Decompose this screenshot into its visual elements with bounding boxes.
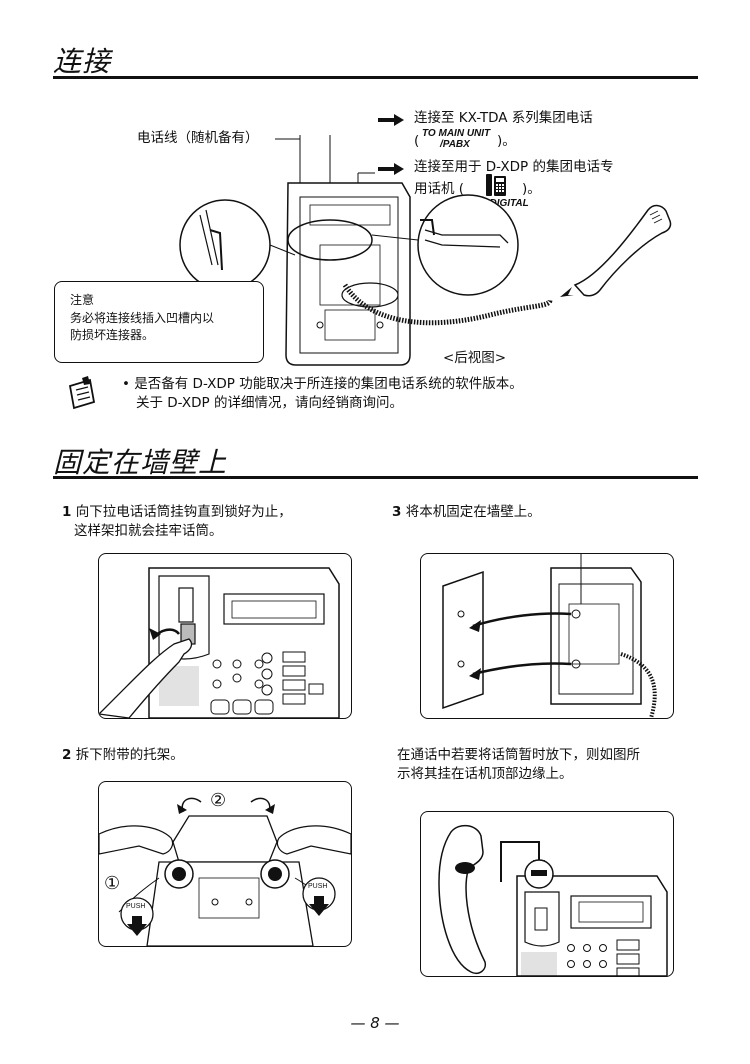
arrow-right-icon [378,114,404,126]
title-rule-2 [53,476,698,479]
connect-tda-text: 连接至 KX-TDA 系列集团电话 [414,110,593,126]
note-line-2: 防损坏连接器。 [70,328,155,342]
page-number: — 8 — [350,1014,400,1032]
step-circle-2: ② [210,790,227,811]
arrow-right-icon [378,163,404,175]
step-2-number: 2 [62,747,72,763]
remove-bracket-illustration [98,781,352,947]
wall-mount-illustration [420,553,674,719]
title-rule-1 [53,76,698,79]
note-box [54,281,264,363]
push-label-right: PUSH [308,883,328,890]
step-2-text: 2 拆下附带的托架。 [62,746,184,765]
memo-icon [64,374,100,410]
paren-close-1: )。 [497,133,516,149]
hang-note-line-1: 在通话中若要将话筒暂时放下，则如图所 [397,747,640,763]
section-title-connect: 连接 [53,45,112,78]
port-main-unit-label: TO MAIN UNIT [422,128,491,139]
step-1-line-1: 向下拉电话话筒挂钩直到锁好为止， [75,504,292,520]
step-circle-1: ① [104,873,121,894]
hang-handset-illustration [420,811,674,977]
connect-dxdp-text-1: 连接至用于 D-XDP 的集团电话专 [414,159,614,175]
step-3-text: 3 将本机固定在墙壁上。 [392,503,541,522]
paren-close-2: )。 [522,181,541,197]
digital-phone-icon [486,174,506,196]
info-line-2: 关于 D-XDP 的详细情况，请向经销商询问。 [136,395,403,411]
step-1-number: 1 [62,504,72,520]
hook-illustration [98,553,352,719]
step-3-number: 3 [392,504,402,520]
step-1-line-2: 这样架扣就会挂牢话筒。 [74,523,223,539]
section-title-wall-mount: 固定在墙壁上 [53,446,228,479]
hang-note-line-2: 示将其挂在话机顶部边缘上。 [397,766,573,782]
rear-view-illustration [170,135,690,375]
note-title: 注意 [70,293,95,307]
rear-view-label: <后视图> [443,350,507,366]
paren-open-1: ( [414,133,420,149]
info-line-1: • 是否备有 D-XDP 功能取决于所连接的集团电话系统的软件版本。 [122,376,523,392]
step-3-line: 将本机固定在墙壁上。 [405,504,541,520]
step-1-text: 1 向下拉电话话筒挂钩直到锁好为止， [62,503,292,522]
push-label-left: PUSH [126,903,146,910]
cable-label: 电话线（随机备有） [137,130,259,146]
step-2-line: 拆下附带的托架。 [75,747,184,763]
note-line-1: 务必将连接线插入凹槽内以 [70,311,215,325]
connect-dxdp-text-2: 用话机 ( [414,181,465,197]
port-digital-label: TO DIGITAL [473,198,529,209]
port-pabx-label: /PABX [440,139,470,150]
